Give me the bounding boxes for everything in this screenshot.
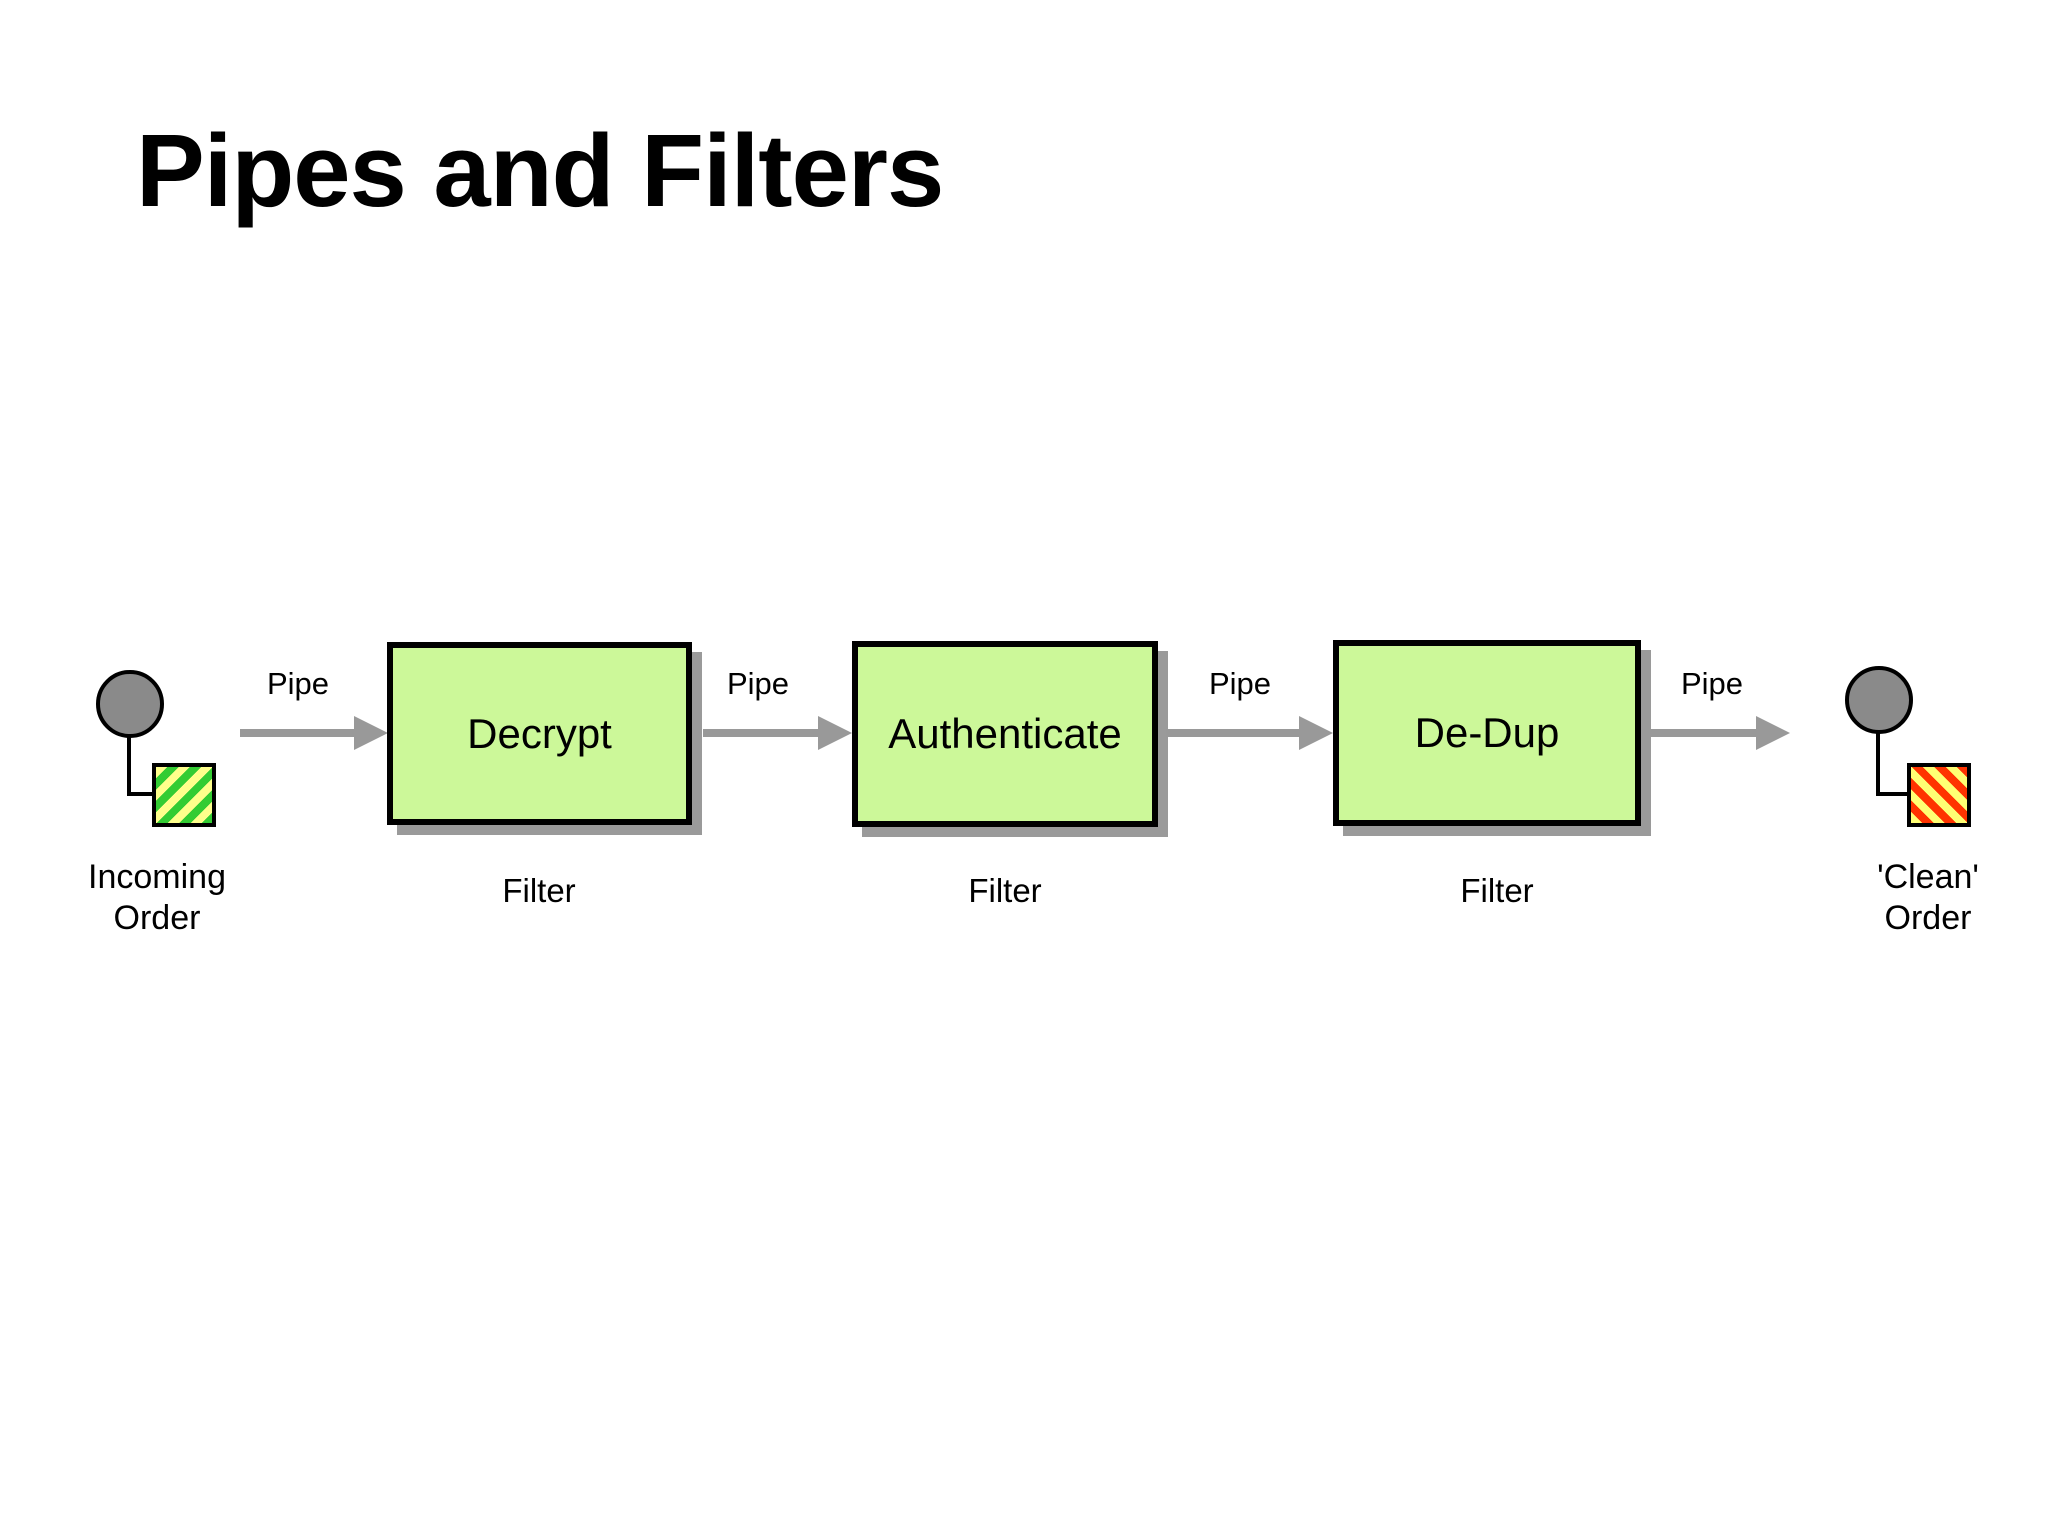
pipe-arrow-shaft xyxy=(1166,729,1301,737)
incoming-order-label-line1: Incoming xyxy=(88,858,226,896)
filter-box-authenticate-text: Authenticate xyxy=(888,710,1122,757)
page-title: Pipes and Filters xyxy=(136,113,944,228)
filter-box-dedup-text: De-Dup xyxy=(1414,709,1560,756)
sink-connector-horizontal xyxy=(1876,792,1910,796)
filter-box-dedup: De-Dup xyxy=(1333,640,1641,826)
filter-box-authenticate: Authenticate xyxy=(852,641,1158,827)
sink-endpoint-icon xyxy=(1845,666,1913,734)
incoming-message-icon xyxy=(152,763,216,827)
filter-box-decrypt-text: Decrypt xyxy=(467,709,612,757)
pipe-arrowhead-icon xyxy=(354,716,388,750)
source-endpoint-icon xyxy=(96,670,164,738)
clean-order-label-line1: 'Clean' xyxy=(1877,858,1979,896)
pipe-label: Pipe xyxy=(1680,666,1744,701)
filter-box-decrypt: Decrypt xyxy=(387,642,692,825)
pipe-label: Pipe xyxy=(726,666,790,701)
pipe-arrow-shaft xyxy=(1650,729,1758,737)
pipe-label: Pipe xyxy=(1208,666,1272,701)
filter-caption: Filter xyxy=(1460,872,1534,909)
pipe-arrow-shaft xyxy=(703,729,820,737)
incoming-order-label-line2: Order xyxy=(113,899,201,937)
pipe-arrow-shaft xyxy=(240,729,358,737)
filter-caption: Filter xyxy=(502,872,576,909)
source-connector-vertical xyxy=(127,736,131,796)
pipe-label: Pipe xyxy=(266,666,330,701)
clean-order-label-line2: Order xyxy=(1884,899,1972,937)
clean-message-icon xyxy=(1907,763,1971,827)
sink-connector-vertical xyxy=(1876,732,1880,796)
filter-caption: Filter xyxy=(968,872,1042,909)
incoming-order-label: Incoming Order xyxy=(27,857,287,939)
pipe-arrowhead-icon xyxy=(818,716,852,750)
pipe-arrowhead-icon xyxy=(1756,716,1790,750)
pipe-arrowhead-icon xyxy=(1299,716,1333,750)
clean-order-label: 'Clean' Order xyxy=(1798,857,2048,939)
source-connector-horizontal xyxy=(127,792,155,796)
